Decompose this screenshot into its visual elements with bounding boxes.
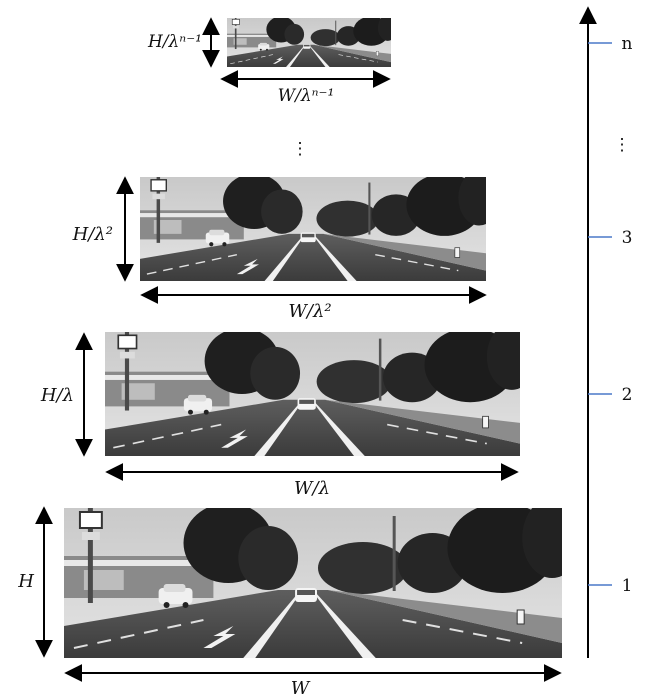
pyramid-level-1: H W	[17, 506, 562, 698]
height-label-level-2: H/λ	[40, 385, 74, 406]
height-label-level-n: H/λⁿ⁻¹	[147, 32, 202, 52]
ellipsis-pyramid: ⋮	[292, 139, 309, 159]
level-axis: n ⋮ 3 2 1	[579, 6, 633, 658]
street-image-level-3	[140, 177, 486, 281]
pyramid-level-3: H/λ² W/λ²	[72, 176, 487, 322]
width-label-level-2: W/λ	[294, 478, 330, 499]
width-label-level-3: W/λ²	[288, 301, 331, 322]
height-label-level-1: H	[17, 571, 34, 592]
axis-label-3: 3	[622, 228, 633, 248]
ellipsis-axis: ⋮	[614, 135, 631, 155]
axis-label-2: 2	[622, 385, 633, 405]
width-label-level-n: W/λⁿ⁻¹	[278, 86, 335, 106]
pyramid-level-n: H/λⁿ⁻¹ W/λⁿ⁻¹	[147, 17, 391, 106]
pyramid-level-2: H/λ W/λ	[40, 332, 520, 499]
street-image-level-1	[64, 508, 562, 658]
street-image-level-2	[105, 332, 520, 456]
width-label-level-1: W	[291, 678, 311, 698]
axis-label-1: 1	[622, 576, 633, 596]
height-label-level-3: H/λ²	[72, 224, 113, 245]
axis-label-n: n	[622, 34, 633, 54]
street-image-level-n	[227, 18, 391, 67]
